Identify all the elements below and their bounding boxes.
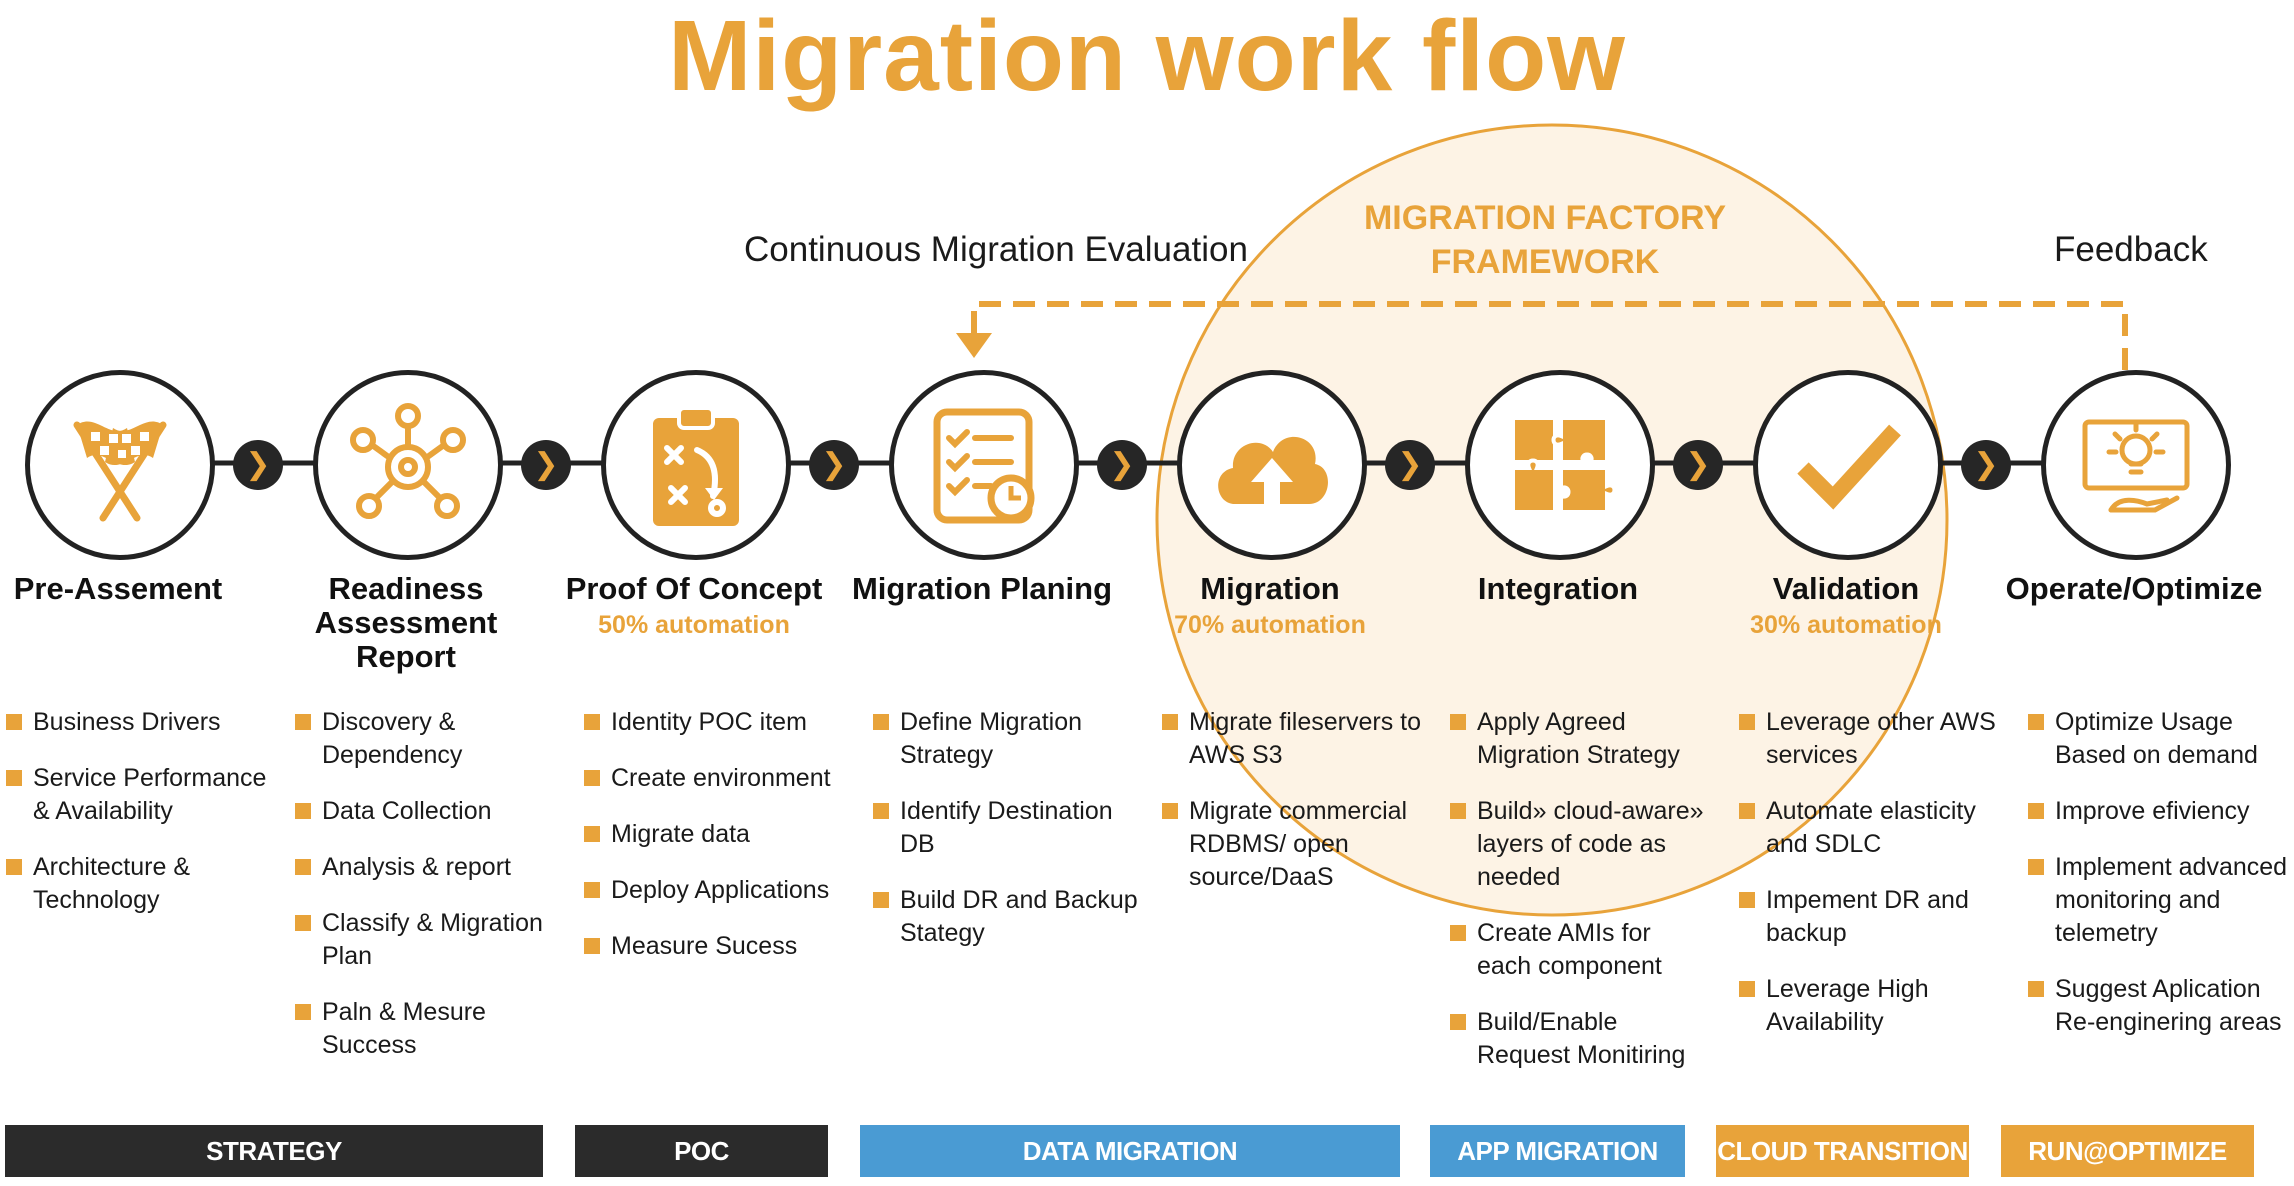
list-item: Business Drivers: [6, 706, 268, 739]
phase-bar-data-migration: DATA MIGRATION: [860, 1125, 1400, 1177]
stage-bullets-pre-assessment: Business Drivers Service Performance & A…: [6, 706, 268, 940]
list-item: Architecture & Technology: [6, 851, 268, 917]
list-item: Build DR and Backup Stategy: [873, 884, 1143, 950]
stage-bullets-planning: Define Migration Strategy Identify Desti…: [873, 706, 1143, 973]
stage-poc[interactable]: [601, 370, 791, 560]
factory-label-line2: FRAMEWORK: [1430, 243, 1660, 281]
list-item: Optimize Usage Based on demand: [2028, 706, 2290, 772]
list-item: Implement advanced monitoring and teleme…: [2028, 851, 2290, 950]
next-arrow-icon: ❯: [1673, 440, 1723, 490]
checklist-clock-icon: [933, 408, 1035, 524]
phase-bar-strategy: STRATEGY: [5, 1125, 543, 1177]
stage-integration[interactable]: [1465, 370, 1655, 560]
phase-bar-cloud-transition: CLOUD TRANSITION: [1716, 1125, 1969, 1177]
loop-caption-left: Continuous Migration Evaluation: [744, 230, 1248, 269]
stage-ring: [25, 370, 215, 560]
stage-ring: [313, 370, 503, 560]
list-item: Improve efiviency: [2028, 795, 2290, 828]
automation-label: 30% automation: [1750, 611, 1942, 639]
stage-bullets-poc: Identity POC item Create environment Mig…: [584, 706, 854, 986]
clipboard-strategy-icon: [653, 406, 739, 526]
cloud-upload-icon: [1218, 436, 1328, 504]
stage-title: Pre-Assement: [13, 571, 223, 606]
phase-bar-poc: POC: [575, 1125, 828, 1177]
list-item: Impement DR and backup: [1739, 884, 1999, 950]
next-arrow-icon: ❯: [1961, 440, 2011, 490]
feedback-loop-line: [971, 301, 2128, 370]
automation-label: 70% automation: [1174, 611, 1366, 639]
stage-bullets-integration: Apply Agreed Migration Strategy Build» c…: [1450, 706, 1710, 1095]
factory-label: MIGRATION FACTORY FRAMEWORK: [1320, 196, 1770, 284]
list-item: Leverage other AWS services: [1739, 706, 1999, 772]
page-title: Migration work flow: [668, 0, 1626, 112]
stage-title: Integration: [1477, 571, 1639, 606]
list-item: Discovery & Dependency: [295, 706, 555, 772]
phase-bar-app-migration: APP MIGRATION: [1430, 1125, 1685, 1177]
stage-title: Proof Of Concept: [565, 571, 823, 606]
list-item: Migrate commercial RDBMS/ open source/Da…: [1162, 795, 1422, 894]
list-item: Paln & Mesure Success: [295, 996, 555, 1062]
monitor-lightbulb-icon: [2082, 419, 2190, 513]
list-item: Apply Agreed Migration Strategy: [1450, 706, 1710, 772]
next-arrow-icon: ❯: [521, 440, 571, 490]
list-item: Classify & Migration Plan: [295, 907, 555, 973]
stage-bullets-operate: Optimize Usage Based on demand Improve e…: [2028, 706, 2290, 1062]
stage-title: Migration Planing: [851, 571, 1113, 606]
stage-title-text: Readiness Assessment Report: [314, 571, 498, 674]
stage-operate[interactable]: [2041, 370, 2231, 560]
stage-planning[interactable]: [889, 370, 1079, 560]
list-item: Suggest Aplication Re-enginering areas: [2028, 973, 2290, 1039]
list-item: Migrate data: [584, 818, 854, 851]
stage-pre-assessment[interactable]: [25, 370, 215, 560]
stage-readiness[interactable]: [313, 370, 503, 560]
stage-validation[interactable]: [1753, 370, 1943, 560]
stage-ring: [1465, 370, 1655, 560]
next-arrow-icon: ❯: [1385, 440, 1435, 490]
stage-bullets-validation: Leverage other AWS services Automate ela…: [1739, 706, 1999, 1062]
list-item: Build/Enable Request Monitiring: [1450, 1006, 1710, 1072]
list-item: Define Migration Strategy: [873, 706, 1143, 772]
next-arrow-icon: ❯: [1097, 440, 1147, 490]
list-item: Migrate fileservers to AWS S3: [1162, 706, 1422, 772]
next-arrow-icon: ❯: [809, 440, 859, 490]
feedback-arrowhead: [956, 333, 992, 358]
phase-bar-run-optimize: RUN@OPTIMIZE: [2001, 1125, 2254, 1177]
network-hub-icon: [350, 403, 466, 519]
stage-ring: [1753, 370, 1943, 560]
factory-label-line1: MIGRATION FACTORY: [1363, 199, 1727, 237]
stage-bullets-migration: Migrate fileservers to AWS S3 Migrate co…: [1162, 706, 1422, 917]
stage-title: Migration: [1200, 571, 1340, 606]
list-item: Create environment: [584, 762, 854, 795]
list-item: Data Collection: [295, 795, 555, 828]
checkmark-icon: [1797, 424, 1901, 510]
list-item: Create AMIs for each component: [1450, 917, 1710, 983]
list-item: Build» cloud-aware» layers of code as ne…: [1450, 795, 1710, 894]
list-item: Leverage High Availability: [1739, 973, 1999, 1039]
automation-label: 50% automation: [598, 611, 790, 639]
next-arrow-icon: ❯: [233, 440, 283, 490]
stage-title: Readiness Assessment Report: [271, 572, 541, 674]
list-item: Automate elasticity and SDLC: [1739, 795, 1999, 861]
list-item: Measure Sucess: [584, 930, 854, 963]
list-item: Identify Destination DB: [873, 795, 1143, 861]
puzzle-icon: [1511, 416, 1617, 514]
list-item: Deploy Applications: [584, 874, 854, 907]
list-item: Identity POC item: [584, 706, 854, 739]
stage-title: Validation: [1772, 571, 1920, 606]
stage-migration[interactable]: [1177, 370, 1367, 560]
list-item: Analysis & report: [295, 851, 555, 884]
list-item: Service Performance & Availability: [6, 762, 268, 828]
checkered-flags-icon: [73, 421, 167, 522]
stage-bullets-readiness: Discovery & Dependency Data Collection A…: [295, 706, 555, 1085]
stage-title: Operate/Optimize: [2005, 571, 2263, 606]
loop-caption-right: Feedback: [2054, 230, 2208, 269]
